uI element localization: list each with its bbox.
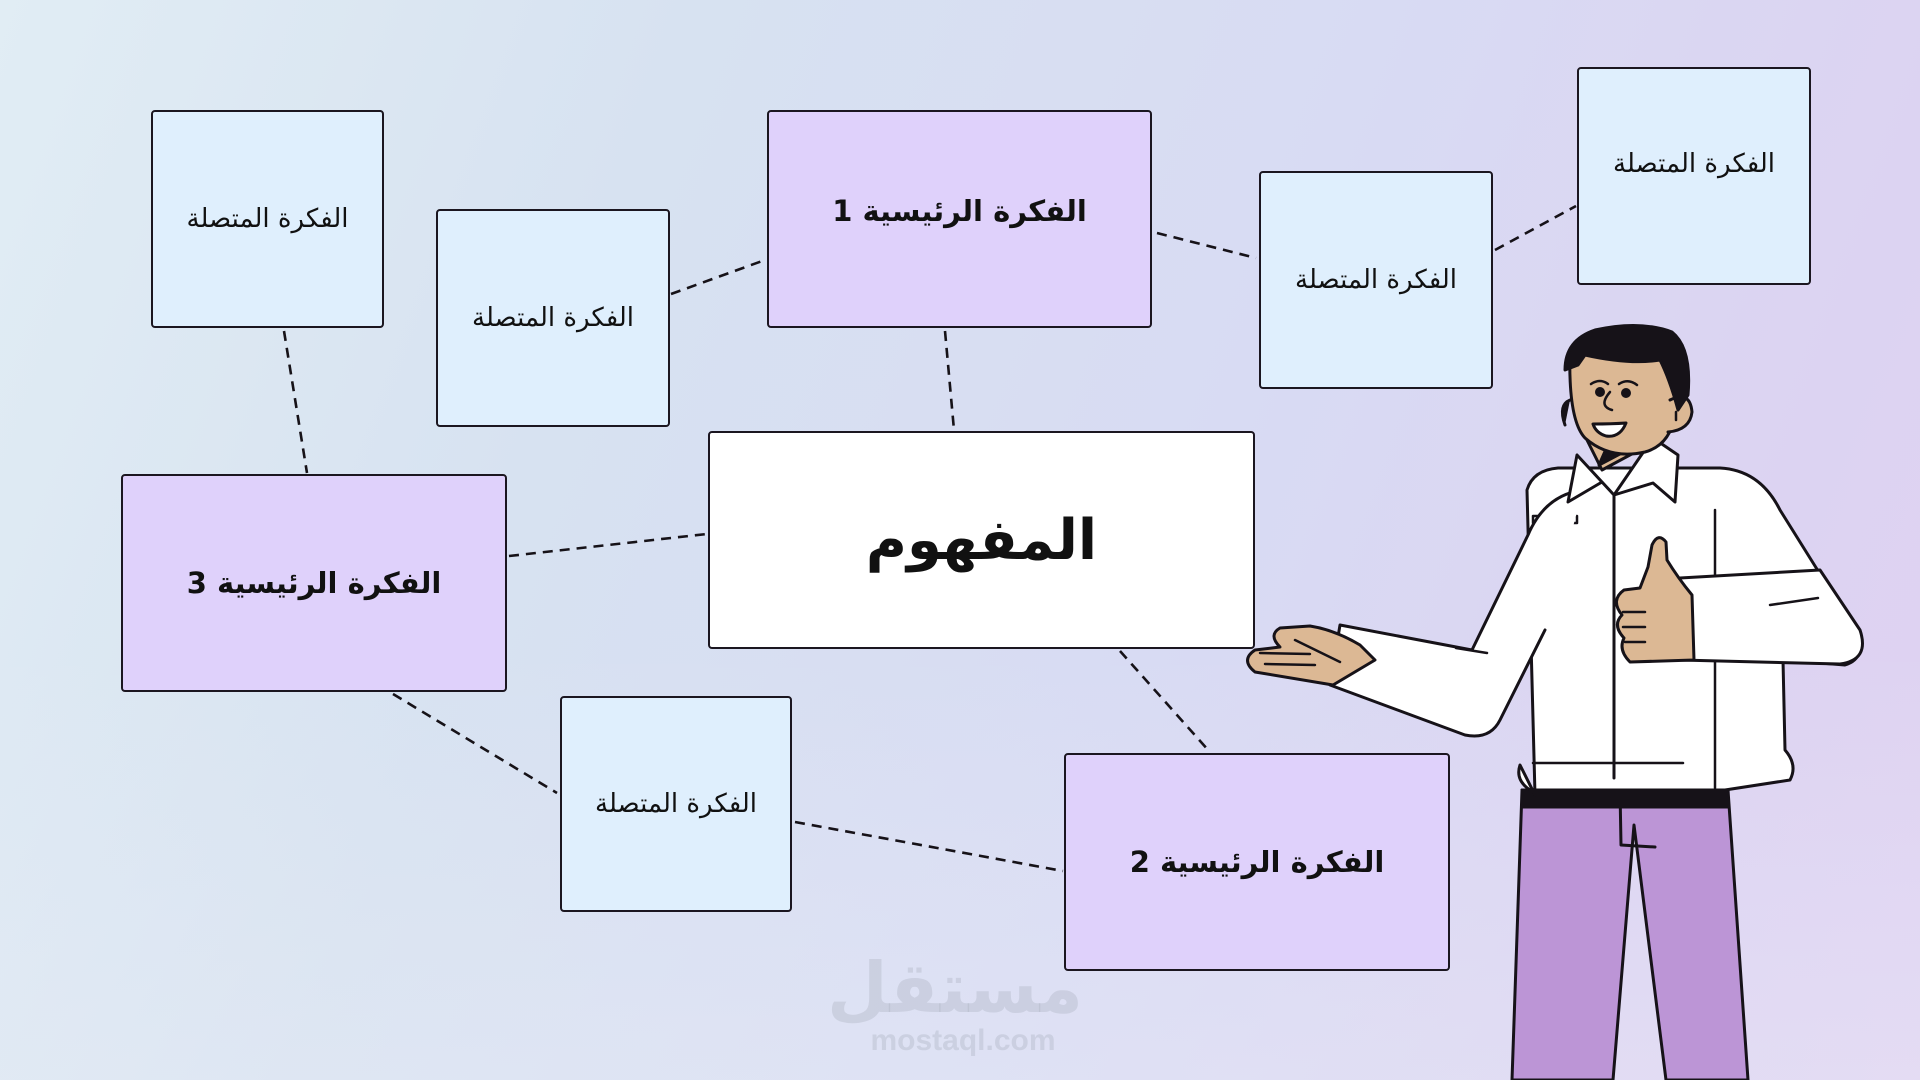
eye — [1621, 388, 1631, 398]
related-idea-box[interactable]: الفكرة المتصلة — [560, 696, 792, 912]
related-idea-label: الفكرة المتصلة — [186, 204, 349, 234]
related-idea-box[interactable]: الفكرة المتصلة — [436, 209, 670, 427]
presenter-illustration — [1246, 323, 1864, 1080]
connector-main-3-to-concept — [508, 532, 708, 558]
connector-main-1-to-concept — [943, 330, 956, 431]
main-idea-1-box[interactable]: الفكرة الرئيسية 1 — [767, 110, 1152, 328]
smile — [1591, 421, 1628, 438]
connector-related-b-to-main-1 — [670, 258, 766, 296]
belt — [1520, 788, 1730, 809]
related-idea-box[interactable]: الفكرة المتصلة — [1259, 171, 1493, 389]
collar — [1566, 453, 1616, 504]
connector-main-3-to-related-e — [392, 692, 558, 795]
connector-related-e-to-main-2 — [794, 820, 1064, 873]
left-arm — [1328, 488, 1585, 738]
watermark: مستقل mostaql.com — [826, 947, 1083, 1058]
connector-related-c-to-related-d — [1494, 204, 1577, 252]
main-idea-2-box[interactable]: الفكرة الرئيسية 2 — [1064, 753, 1450, 971]
related-idea-label: الفكرة المتصلة — [472, 303, 635, 333]
related-idea-box[interactable]: الفكرة المتصلة — [151, 110, 384, 328]
connector-related-a-to-main-3 — [282, 330, 309, 474]
concept-box[interactable]: المفهوم — [708, 431, 1255, 649]
pointing-hand — [1246, 624, 1377, 687]
main-idea-3-box[interactable]: الفكرة الرئيسية 3 — [121, 474, 507, 692]
main-idea-2-label: الفكرة الرئيسية 2 — [1129, 845, 1385, 879]
right-arm — [1678, 568, 1864, 666]
related-idea-label: الفكرة المتصلة — [1613, 149, 1776, 179]
related-idea-label: الفكرة المتصلة — [595, 789, 758, 819]
main-idea-1-label: الفكرة الرئيسية 1 — [832, 194, 1087, 228]
watermark-arabic: مستقل — [826, 947, 1083, 1029]
hair — [1563, 323, 1691, 412]
main-idea-3-label: الفكرة الرئيسية 3 — [186, 566, 442, 600]
eye — [1595, 387, 1605, 397]
related-idea-label: الفكرة المتصلة — [1295, 265, 1458, 295]
connector-concept-to-main-2 — [1119, 650, 1210, 752]
concept-label: المفهوم — [865, 507, 1098, 573]
watermark-domain: mostaql.com — [870, 1024, 1056, 1057]
thumbs-up-hand — [1615, 536, 1696, 664]
connector-main-1-to-related-c — [1156, 231, 1257, 260]
pants — [1510, 788, 1750, 1080]
related-idea-box[interactable]: الفكرة المتصلة — [1577, 67, 1811, 285]
